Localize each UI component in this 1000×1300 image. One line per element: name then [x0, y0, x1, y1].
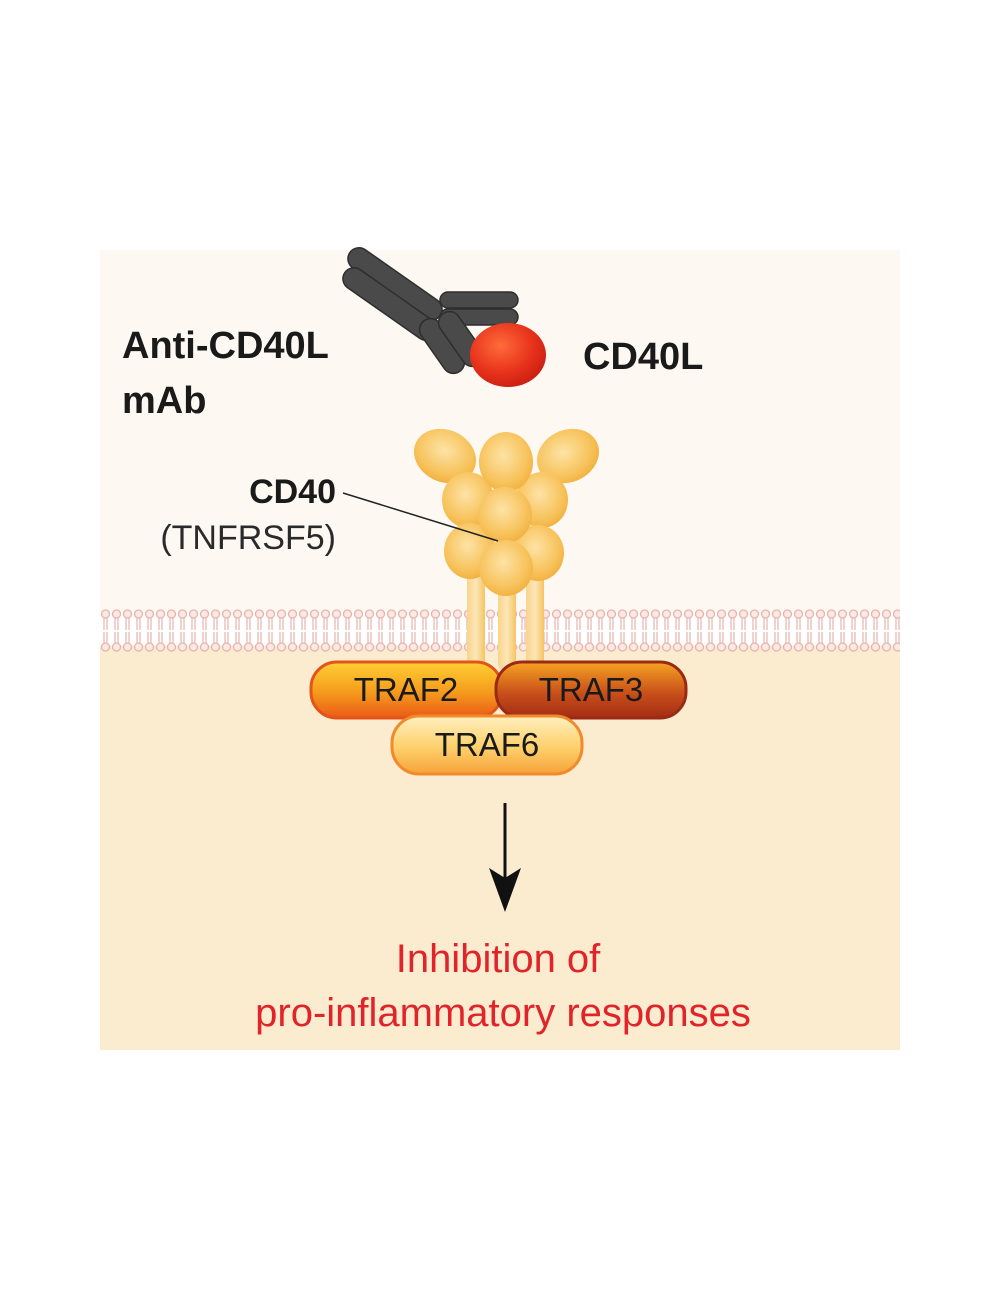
intracellular-space — [100, 646, 900, 1050]
outcome-label-line1: Inhibition of — [396, 937, 601, 981]
antibody-label-line1: Anti-CD40L — [122, 325, 329, 367]
traf2-protein: TRAF2 — [309, 660, 504, 720]
traf3-protein: TRAF3 — [494, 660, 688, 720]
receptor-label: CD40 — [249, 473, 336, 511]
ligand-label: CD40L — [583, 336, 703, 378]
traf6-label: TRAF6 — [435, 726, 540, 763]
traf2-label: TRAF2 — [354, 671, 459, 708]
outcome-label-line2: pro-inflammatory responses — [255, 991, 751, 1035]
antibody-label-line2: mAb — [122, 380, 206, 422]
traf6-protein: TRAF6 — [390, 714, 584, 776]
down-arrow-icon — [489, 803, 521, 912]
receptor-alias-label: (TNFRSF5) — [160, 519, 336, 557]
cd40-pointer-line — [342, 492, 499, 542]
traf3-label: TRAF3 — [539, 671, 644, 708]
red-sphere-icon — [470, 323, 546, 387]
